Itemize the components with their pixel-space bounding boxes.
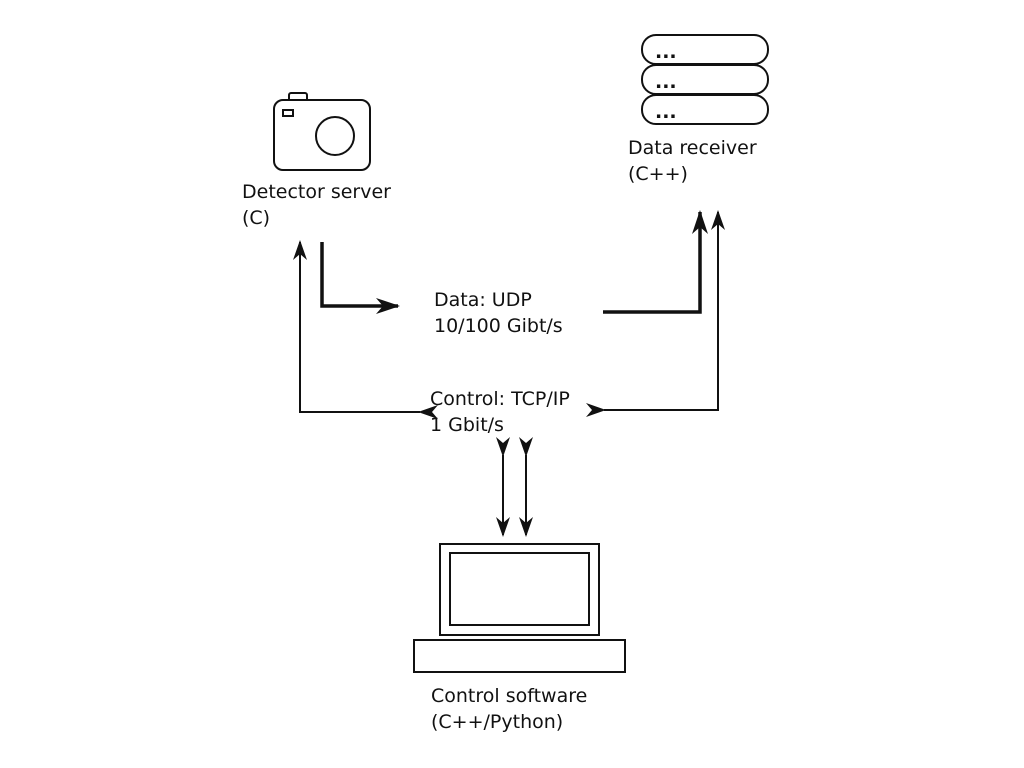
laptop-icon	[413, 543, 626, 673]
control-link-bandwidth: 1 Gbit/s	[430, 414, 504, 436]
rack-dots: ...	[655, 71, 677, 93]
server-rack-top: ...	[641, 34, 769, 65]
data-receiver-title: Data receiver	[628, 137, 757, 159]
detector-server-language: (C)	[242, 207, 270, 229]
rack-dots: ...	[655, 101, 677, 123]
control-software-title: Control software	[431, 685, 587, 707]
control-software-language: (C++/Python)	[431, 711, 563, 733]
control-arrow-to-detector	[293, 240, 438, 419]
data-receiver-language: (C++)	[628, 163, 688, 185]
detector-server-title: Detector server	[242, 181, 391, 203]
server-rack-bottom: ...	[641, 94, 769, 125]
server-stack-icon: ... ... ...	[641, 34, 769, 125]
data-link-bandwidth: 10/100 Gibt/s	[434, 315, 563, 337]
control-link-protocol: Control: TCP/IP	[430, 388, 570, 410]
rack-dots: ...	[655, 41, 677, 63]
data-link-protocol: Data: UDP	[434, 289, 532, 311]
server-rack-middle: ...	[641, 64, 769, 95]
data-arrow-to-receiver	[603, 210, 708, 314]
camera-icon	[273, 92, 371, 171]
data-arrow-detector-out	[320, 242, 400, 314]
control-arrow-to-receiver	[586, 210, 725, 417]
